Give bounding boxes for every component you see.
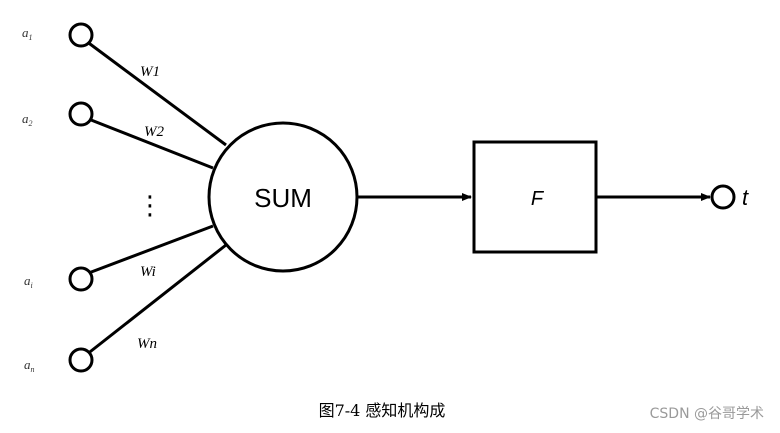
input-node-a1 [68,22,94,48]
input-label-a1: a1 [22,25,33,42]
connection-an [85,243,227,357]
figure-caption: 图7-4 感知机构成 [319,401,446,420]
connection-ai [85,224,214,276]
input-node-ai [68,266,94,292]
function-label: F [531,188,545,210]
output-label: t [742,185,749,210]
input-label-a2: a2 [22,111,33,128]
input-label-an: an [24,357,35,374]
input-node-an [68,347,94,373]
output-node [710,184,736,210]
input-node-a2 [68,101,94,127]
sum-label: SUM [254,183,312,213]
connection-a1 [85,39,227,147]
connection-a2 [85,116,214,170]
weight-label-w2: W2 [144,124,164,140]
weight-label-wn: Wn [137,336,157,352]
watermark: CSDN @谷哥学术 [650,406,764,422]
function-box [472,140,598,254]
weight-label-wi: Wi [140,264,156,280]
input-label-ai: ai [24,273,33,290]
ellipsis-dots: ⋮ [137,191,163,221]
weight-label-w1: W1 [140,64,160,80]
